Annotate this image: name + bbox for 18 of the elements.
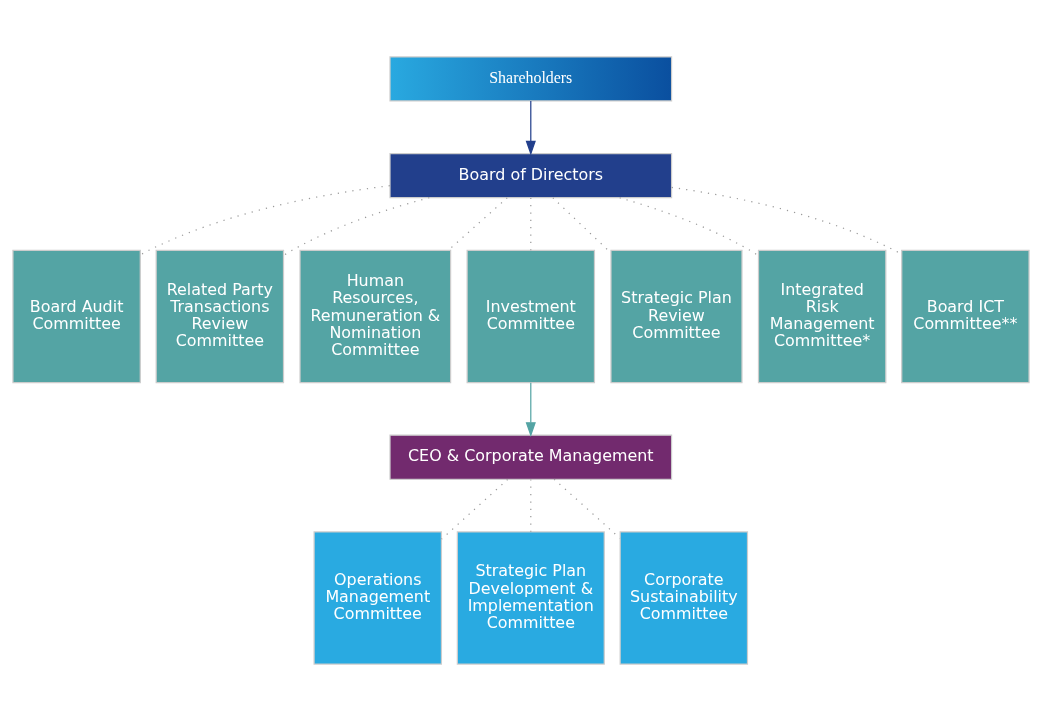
node-box: Corporate Sustainability Committee [619, 531, 749, 665]
node-box: Human Resources, Remuneration & Nomination Committee [299, 249, 452, 384]
arrow [525, 382, 536, 437]
connector [619, 197, 759, 257]
arrow [525, 100, 536, 156]
node-box: Strategic Plan Development & Implementation Committee [456, 531, 605, 665]
connector [283, 197, 430, 256]
node-box: Integrated Risk Management Committee* [757, 249, 887, 384]
connector [553, 478, 621, 539]
node-box: Strategic Plan Review Committee [610, 249, 743, 384]
node-box: Board of Directors [389, 153, 673, 199]
node-box: Related Party Transactions Review Committee [155, 249, 285, 384]
node-box: Shareholders [389, 56, 673, 102]
node-box: Board ICT Committee** [901, 249, 1030, 384]
node-box: Board Audit Committee [12, 249, 141, 384]
node-box: Investment Committee [466, 249, 596, 384]
node-box: Operations Management Committee [313, 531, 443, 665]
node-box: CEO & Corporate Management [389, 434, 673, 480]
